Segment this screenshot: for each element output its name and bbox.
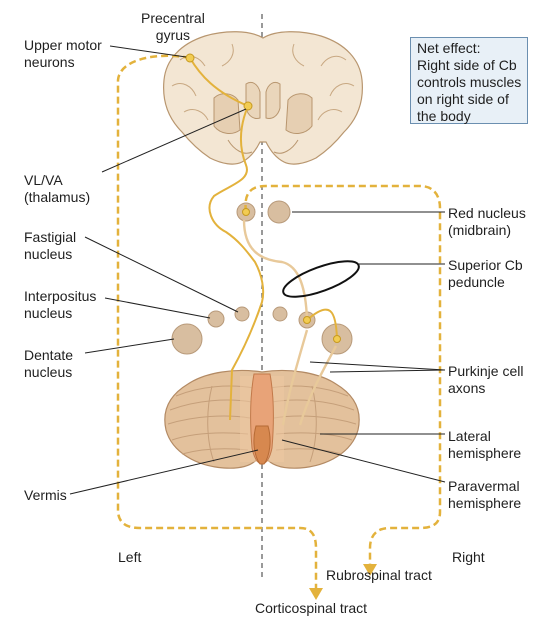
net-effect-box: Net effect: Right side of Cb controls mu… [410, 37, 528, 124]
label-rubrospinal-tract: Rubrospinal tract [326, 567, 432, 583]
dashed-tracts [116, 54, 442, 590]
corticospinal-arrowhead [309, 588, 323, 600]
label-upper-motor-neurons: Upper motor neurons [24, 37, 102, 70]
cerebellum [164, 369, 360, 469]
label-vermis: Vermis [24, 487, 67, 503]
net-effect-line: Right side of Cb [417, 57, 517, 73]
superior-cb-peduncle-ring [282, 260, 360, 298]
interpositus-nucleus-left [207, 310, 225, 328]
pathway-dots [185, 53, 341, 343]
label-left-side: Left [118, 549, 142, 565]
label-corticospinal-tract: Corticospinal tract [255, 600, 368, 616]
label-red-nucleus: Red nucleus (midbrain) [448, 205, 526, 238]
label-interpositus-nucleus: Interpositus nucleus [24, 288, 97, 321]
dentate-nucleus-left [171, 323, 203, 355]
motor-pathway [189, 57, 338, 421]
net-effect-line: controls muscles [417, 74, 522, 90]
label-right-side: Right [452, 549, 485, 565]
leader-lines [69, 45, 446, 495]
rubrospinal-arrowhead [363, 564, 377, 576]
label-vl-va: VL/VA (thalamus) [24, 172, 91, 205]
label-paravermal-hemisphere: Paravermal hemisphere [448, 478, 522, 511]
net-effect-line: on right side of [417, 91, 509, 107]
fastigial-nucleus-right [272, 306, 288, 322]
label-superior-cb-peduncle: Superior Cb peduncle [448, 257, 523, 290]
label-precentral-gyrus: Precentral gyrus [141, 10, 205, 43]
label-fastigial-nucleus: Fastigial nucleus [24, 229, 77, 262]
net-effect-line: Net effect: [417, 40, 481, 56]
label-lateral-hemisphere: Lateral hemisphere [448, 428, 522, 461]
net-effect-line: the body [417, 108, 471, 124]
red-nucleus-right [267, 200, 291, 224]
fastigial-nucleus-left [234, 306, 250, 322]
vermis-region [253, 425, 271, 465]
label-purkinje-cell-axons: Purkinje cell axons [448, 363, 524, 396]
label-dentate-nucleus: Dentate nucleus [24, 347, 74, 380]
brain-coronal-section [163, 31, 363, 165]
